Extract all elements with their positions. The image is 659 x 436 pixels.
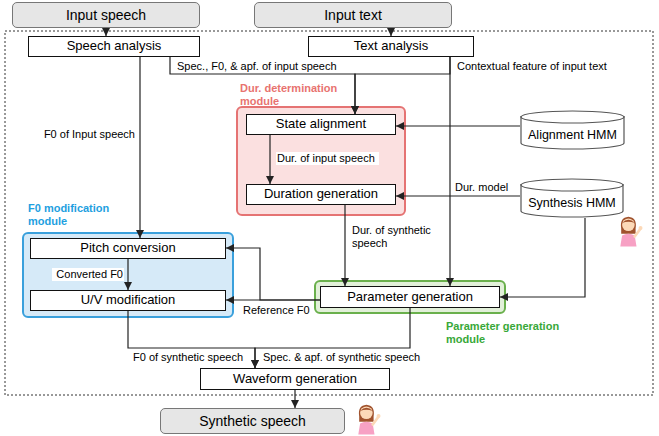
module-heading: Dur. determination module [240, 82, 348, 108]
connector [226, 299, 320, 300]
connector [355, 57, 450, 114]
process-box: Pitch conversion [30, 238, 226, 259]
output-box: Synthetic speech [160, 408, 345, 434]
box-label: Synthetic speech [199, 413, 306, 429]
edge-label: Dur. of synthetic speech [351, 224, 435, 250]
box-label: Alignment HMM [528, 128, 617, 142]
process-box: U/V modification [30, 290, 226, 311]
edge-label: Dur. of input speech [276, 152, 379, 165]
process-box: State alignment [246, 114, 396, 135]
box-label: Waveform generation [233, 372, 357, 387]
box-label: Parameter generation [347, 290, 473, 305]
connector [127, 259, 128, 290]
box-label: Input speech [66, 7, 146, 23]
connector [139, 57, 140, 238]
module-heading: F0 modification module [28, 202, 128, 228]
process-box: Text analysis [308, 36, 474, 57]
connector [128, 311, 255, 368]
edge-label: Contextual feature of input text [456, 60, 611, 73]
connector [105, 28, 106, 36]
box-label: Input text [324, 7, 382, 23]
connector [500, 218, 585, 297]
process-box: Waveform generation [200, 368, 390, 390]
box-label: Duration generation [264, 187, 378, 202]
connector [226, 248, 320, 300]
connector [390, 28, 391, 36]
module-heading: Parameter generation module [446, 320, 596, 346]
connector [170, 57, 355, 114]
connector [294, 390, 295, 408]
box-label: U/V modification [81, 293, 176, 308]
edge-label: Converted F0 [52, 268, 124, 281]
edge-label: Dur. model [454, 181, 513, 194]
process-box: Parameter generation [320, 286, 500, 308]
connector [269, 135, 270, 184]
connector [396, 195, 520, 196]
model-database: Synthesis HMM [520, 178, 624, 218]
process-box: Duration generation [246, 184, 396, 205]
box-label: Synthesis HMM [528, 196, 616, 210]
system-frame [5, 31, 653, 395]
edge-label: Spec., F0, & apf. of input speech [176, 60, 341, 73]
edge-label: F0 of Input speech [40, 128, 136, 141]
input-box: Input speech [12, 2, 200, 28]
connector [344, 205, 345, 286]
connector [449, 57, 450, 286]
process-box: Speech analysis [28, 36, 200, 57]
box-label: Pitch conversion [80, 241, 175, 256]
speaker-icon [620, 217, 642, 247]
speaker-icon [358, 405, 380, 435]
input-box: Input text [254, 2, 452, 28]
box-label: State alignment [276, 117, 366, 132]
edge-label: Spec. & apf. of synthetic speech [262, 351, 425, 364]
box-label: Text analysis [354, 39, 428, 54]
connector [396, 125, 520, 126]
edge-label: Reference F0 [242, 304, 314, 317]
box-label: Speech analysis [67, 39, 162, 54]
model-database: Alignment HMM [520, 110, 625, 150]
edge-label: F0 of synthetic speech [132, 351, 248, 364]
